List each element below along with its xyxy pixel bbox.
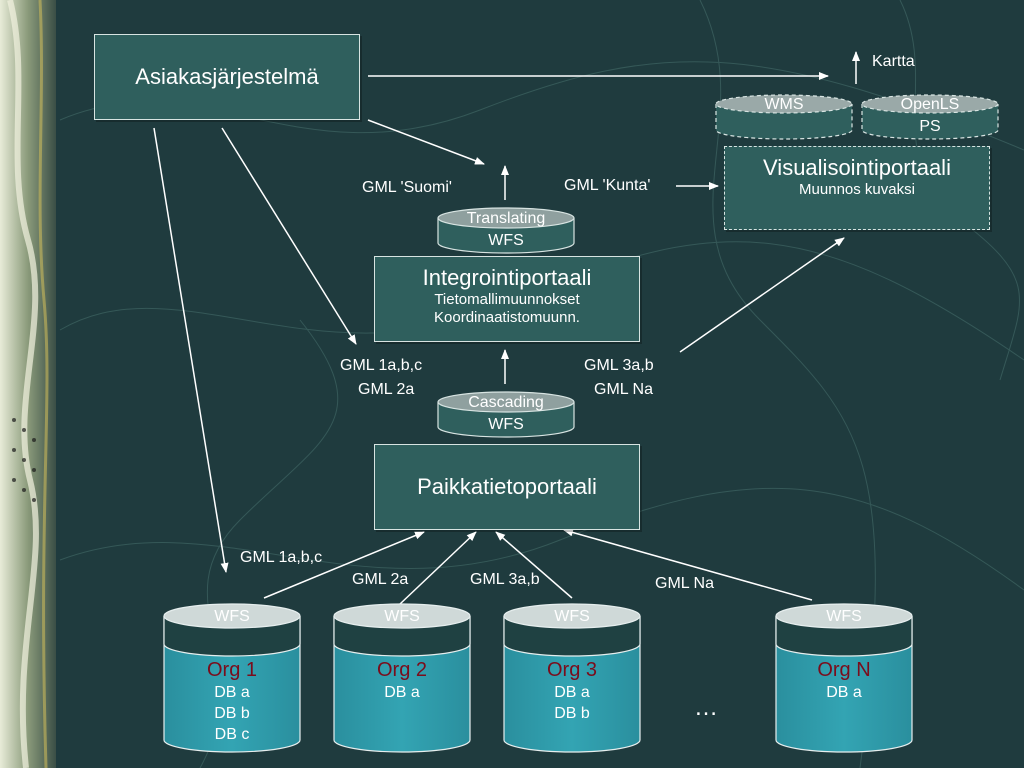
gml-na-mid-label: GML Na (594, 381, 653, 398)
visualisointiportaali-subtitle: Muunnos kuvaksi (799, 181, 915, 198)
org1-name: Org 1 (206, 659, 258, 681)
orgn-wfs-label: WFS (826, 608, 862, 625)
gml-1abc-bottom-label: GML 1a,b,c (240, 549, 323, 566)
org3-db-1: DB a (554, 684, 590, 701)
ellipsis: … (694, 694, 718, 721)
openls-label-1: OpenLS (900, 96, 960, 113)
visualisointiportaali-title: Visualisointiportaali (763, 155, 951, 180)
org1-cylinder (163, 603, 301, 753)
org3-name: Org 3 (546, 659, 598, 681)
cascading-label-2: WFS (488, 416, 524, 433)
arrow-org3-to-paikkatieto (495, 531, 573, 599)
integrointiportaali-line2: Koordinaatistomuunn. (434, 309, 580, 326)
org3-wfs-label: WFS (554, 608, 590, 625)
org1-wfs-label: WFS (214, 608, 250, 625)
gml-3ab-bottom-label: GML 3a,b (470, 571, 540, 588)
org3-cylinder (503, 603, 641, 753)
paikkatietoportaali-title: Paikkatietoportaali (417, 474, 597, 499)
orgn-cylinder (775, 603, 913, 753)
arrow-asiakas-to-integrointi (221, 127, 357, 345)
orgn-db-1: DB a (826, 684, 862, 701)
arrow-asiakas-to-org1 (153, 127, 229, 573)
org3-db-2: DB b (554, 705, 590, 722)
translating-label-2: WFS (488, 232, 524, 249)
asiakasjarjestelma-title: Asiakasjärjestelmä (135, 64, 319, 89)
gml-2a-mid-label: GML 2a (358, 381, 415, 398)
asiakasjarjestelma-box: Asiakasjärjestelmä (94, 34, 360, 120)
integrointiportaali-box: Integrointiportaali Tietomallimuunnokset… (374, 256, 640, 342)
wms-cylinder (715, 94, 853, 140)
org1-db-2: DB b (214, 705, 250, 722)
org1-contents: Org 1 DB a DB b DB c (164, 658, 300, 745)
org3-contents: Org 3 DB a DB b (504, 658, 640, 724)
orgn-name: Org N (817, 659, 871, 681)
openls-label-2: PS (919, 118, 941, 135)
org2-name: Org 2 (376, 659, 428, 681)
arrow-orgn-to-paikkatieto (563, 528, 813, 601)
arrow-org1-to-paikkatieto (263, 531, 425, 599)
paikkatietoportaali-box: Paikkatietoportaali (374, 444, 640, 530)
cascading-wfs-cylinder (437, 391, 575, 438)
arrow-org2-to-paikkatieto (399, 531, 477, 605)
visualisointiportaali-box: Visualisointiportaali Muunnos kuvaksi (724, 146, 990, 230)
openls-cylinder (861, 94, 999, 140)
gml-suomi-label: GML 'Suomi' (362, 179, 452, 196)
org1-db-1: DB a (214, 684, 250, 701)
arrow-integrointi-to-visualisointi (679, 237, 845, 353)
org2-contents: Org 2 DB a (334, 658, 470, 703)
kartta-label: Kartta (872, 53, 915, 70)
gml-3ab-mid-label: GML 3a,b (584, 357, 654, 374)
orgn-contents: Org N DB a (776, 658, 912, 703)
arrow-asiakas-to-translating (367, 119, 485, 165)
integrointiportaali-line1: Tietomallimuunnokset (434, 291, 580, 308)
gml-2a-bottom-label: GML 2a (352, 571, 409, 588)
translating-label-1: Translating (466, 210, 546, 227)
cascading-label-1: Cascading (468, 394, 544, 411)
org2-cylinder (333, 603, 471, 753)
org2-wfs-label: WFS (384, 608, 420, 625)
gml-na-bottom-label: GML Na (655, 575, 714, 592)
gml-kunta-label: GML 'Kunta' (564, 177, 651, 194)
gml-1abc-mid-label: GML 1a,b,c (340, 357, 423, 374)
wms-label: WMS (764, 96, 804, 113)
translating-wfs-cylinder (437, 207, 575, 254)
org2-db-1: DB a (384, 684, 420, 701)
org1-db-3: DB c (214, 726, 250, 743)
integrointiportaali-title: Integrointiportaali (422, 265, 592, 290)
